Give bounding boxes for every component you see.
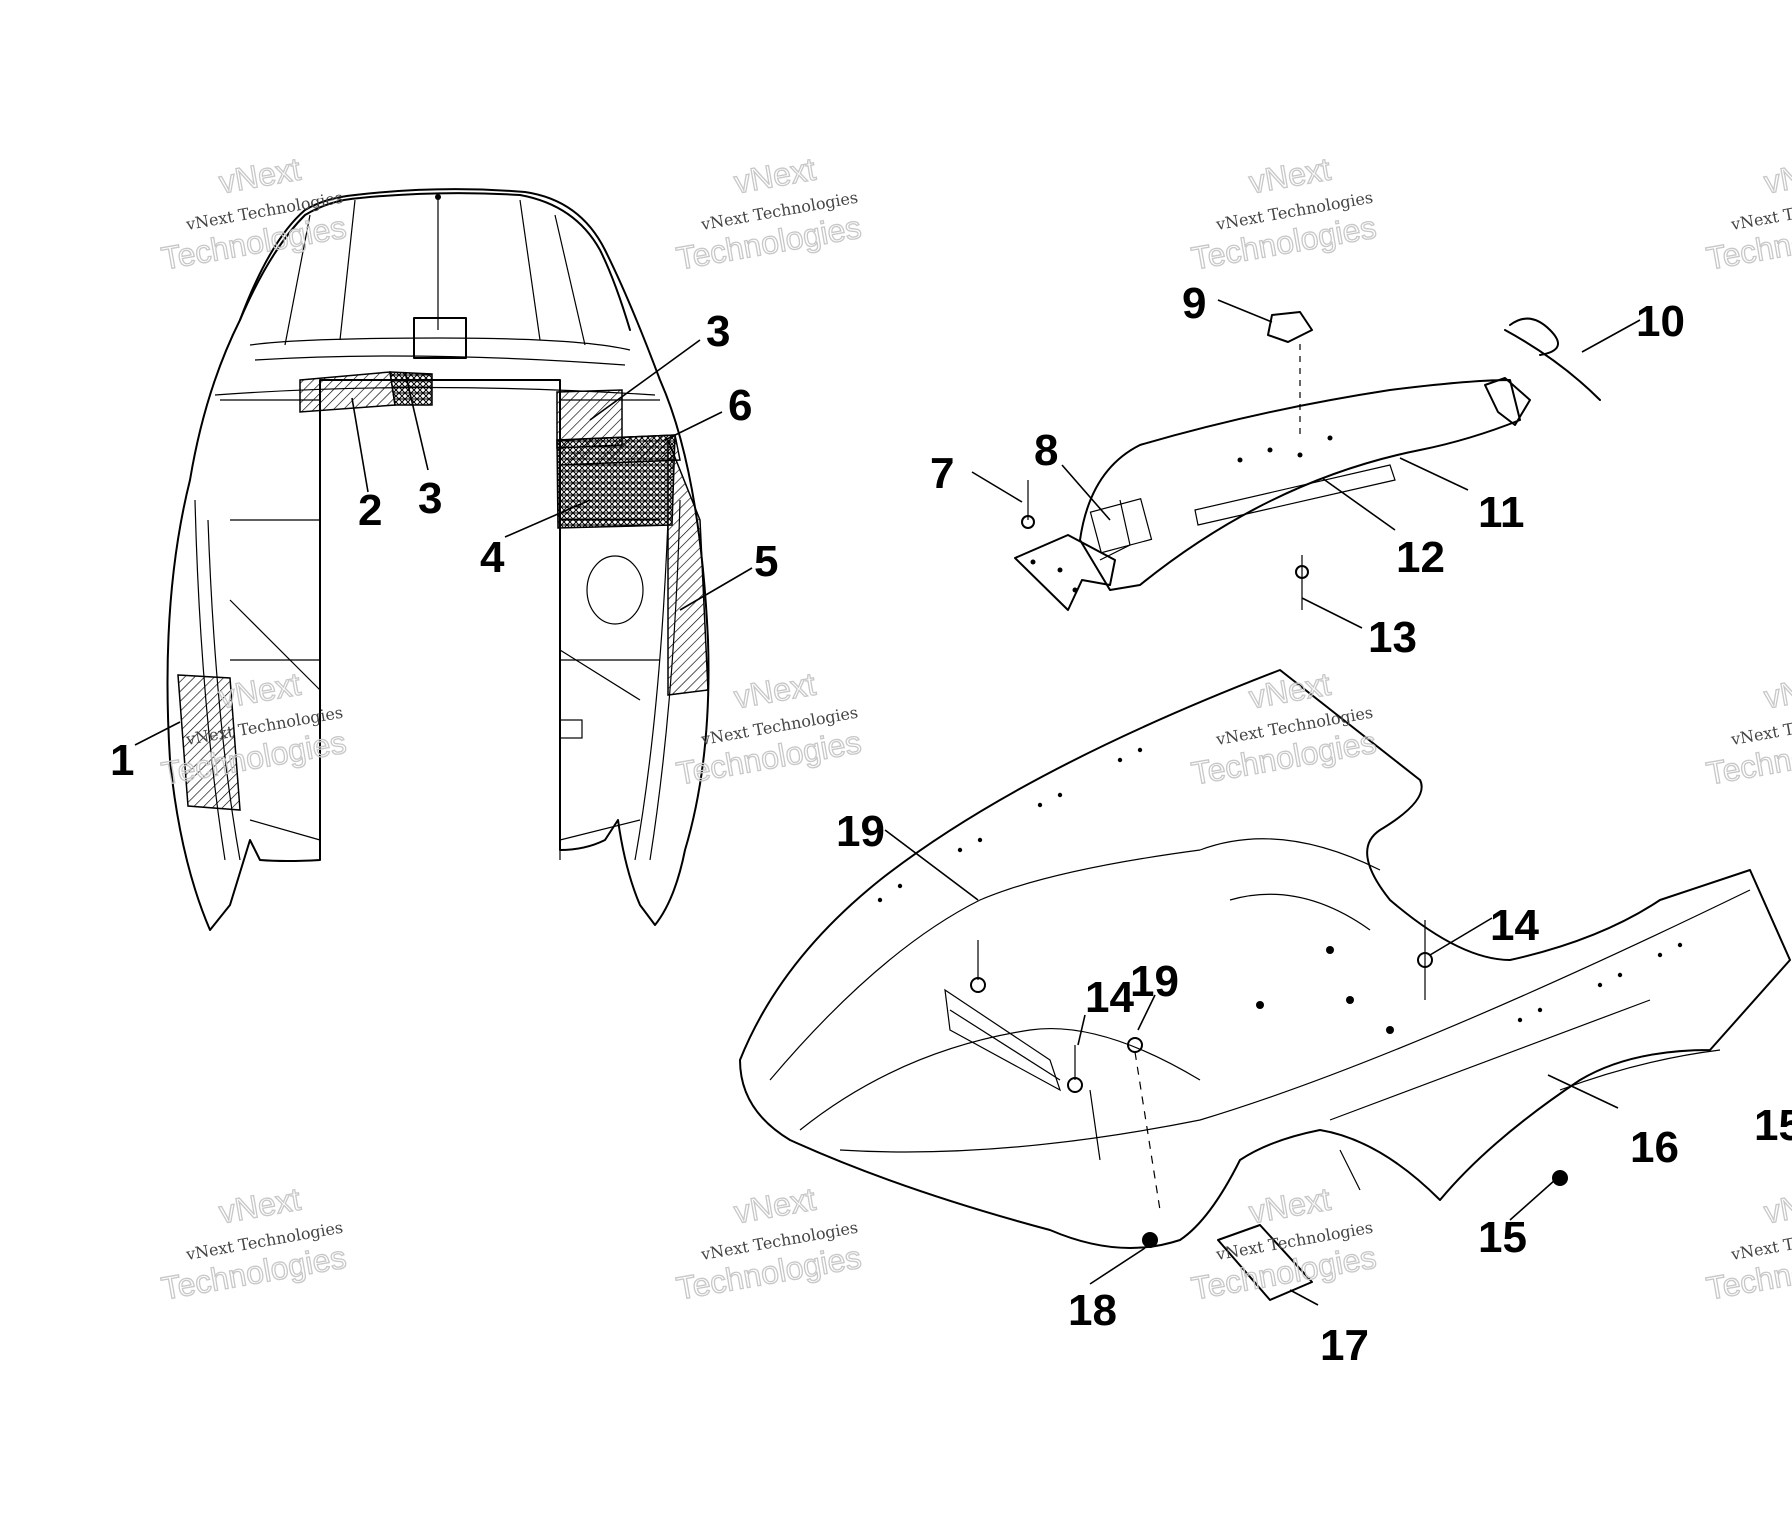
svg-text:vNext: vNext	[216, 1181, 303, 1231]
svg-text:vNext: vNext	[1246, 151, 1333, 201]
decal-3-left	[389, 371, 433, 406]
watermark: vNext vNext Technologies Technologies	[1188, 665, 1380, 792]
callout-16: 16	[1630, 1123, 1679, 1172]
rivet-row	[877, 747, 1683, 1023]
callout-3-lower: 3	[418, 474, 442, 523]
belly-pan-assembly	[739, 669, 1791, 1301]
svg-text:vNext: vNext	[1246, 1181, 1333, 1231]
callout-10: 10	[1636, 297, 1685, 346]
decal-1	[177, 674, 241, 811]
svg-text:vNext: vNext	[731, 151, 818, 201]
callout-1: 1	[110, 736, 134, 785]
watermark: vNext vNext Technologies Technologies	[1703, 1180, 1792, 1307]
watermark: vNext vNext Technologies Technologies	[158, 150, 350, 277]
svg-text:vNext: vNext	[731, 1181, 818, 1231]
intake-assembly	[1014, 311, 1601, 611]
watermark: vNext vNext Technologies Technologies	[1188, 1180, 1380, 1307]
watermark: vNext vNext Technologies Technologies	[158, 1180, 350, 1307]
callout-18: 18	[1068, 1286, 1117, 1335]
callout-14-right: 14	[1490, 901, 1539, 950]
svg-text:vNext: vNext	[1246, 666, 1333, 716]
watermark: vNext vNext Technologies Technologies	[673, 1180, 865, 1307]
callout-2: 2	[358, 486, 382, 535]
callout-15: 15	[1478, 1213, 1527, 1262]
decal-5	[667, 439, 709, 696]
svg-text:vNext: vNext	[1761, 666, 1792, 716]
callout-9: 9	[1182, 279, 1206, 328]
svg-text:vNext: vNext	[731, 666, 818, 716]
leader-lines	[134, 299, 1641, 1306]
svg-text:vNext: vNext	[216, 151, 303, 201]
watermark: vNext vNext Technologies Technologies	[1703, 150, 1792, 277]
callout-6: 6	[728, 381, 752, 430]
watermark: vNext vNext Technologies Technologies	[1188, 150, 1380, 277]
hood-assembly	[166, 188, 710, 931]
callout-4: 4	[480, 533, 505, 582]
callouts: 1 2 3 3 4 5 6 7 8 9 10 11 12 13 14 14 15…	[110, 279, 1792, 1370]
decal-2	[299, 371, 396, 413]
callout-5: 5	[754, 537, 778, 586]
svg-text:vNext: vNext	[1761, 1181, 1792, 1231]
callout-7: 7	[930, 449, 954, 498]
svg-text:vNext: vNext	[1761, 151, 1792, 201]
callout-15-right: 15	[1754, 1101, 1792, 1150]
watermark: vNext vNext Technologies Technologies	[673, 150, 865, 277]
decal-6	[559, 434, 681, 466]
watermark-grid: vNext vNext Technologies Technologies vN…	[158, 150, 1792, 1307]
svg-text:vNext: vNext	[216, 666, 303, 716]
callout-8: 8	[1034, 426, 1058, 475]
callout-13: 13	[1368, 613, 1417, 662]
callout-14-left: 14	[1085, 973, 1134, 1022]
callout-3-upper: 3	[706, 307, 730, 356]
callout-12: 12	[1396, 533, 1445, 582]
callout-19-right: 19	[1130, 957, 1179, 1006]
callout-17: 17	[1320, 1321, 1369, 1370]
callout-11: 11	[1478, 488, 1525, 537]
callout-19-left: 19	[836, 807, 885, 856]
watermark: vNext vNext Technologies Technologies	[1703, 665, 1792, 792]
